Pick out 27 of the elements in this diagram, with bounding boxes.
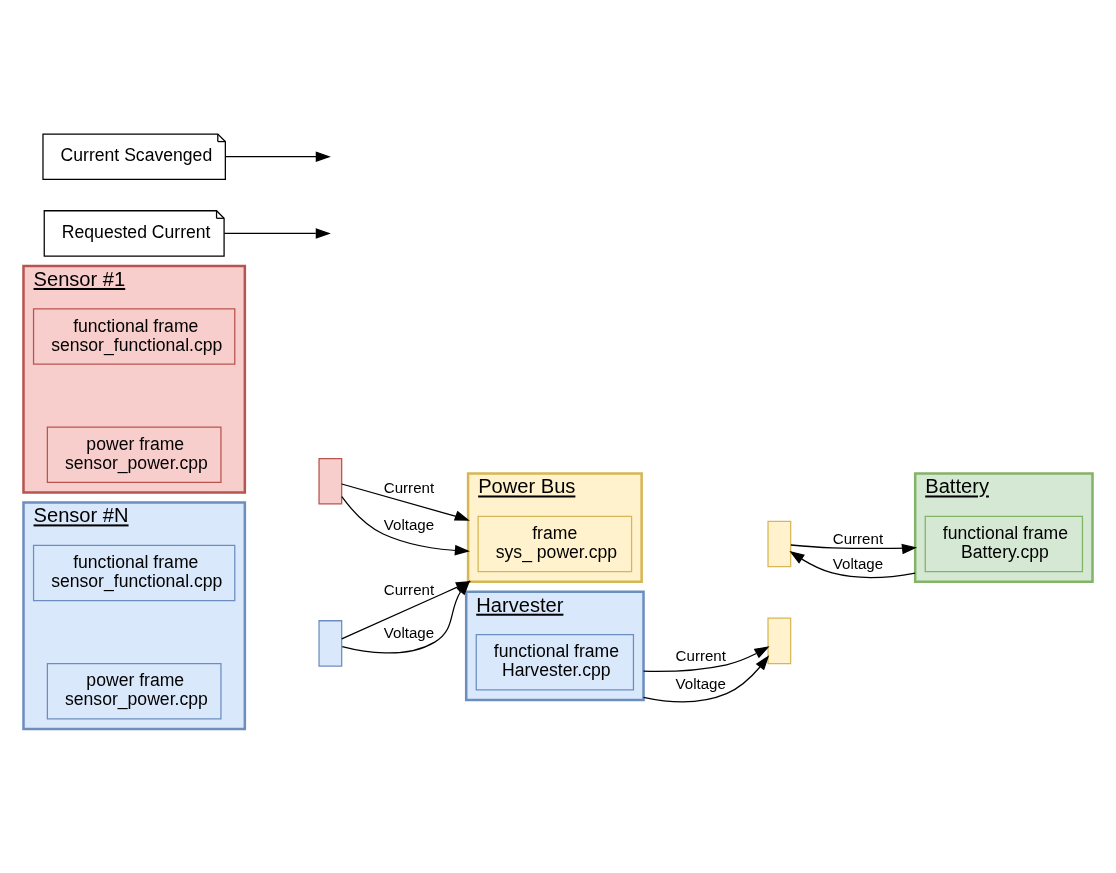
- node-box: [318, 457, 343, 505]
- node-box: power frame sensor_power.cpp: [46, 426, 222, 484]
- node-box: functional frame sensor_functional.cpp: [32, 544, 236, 602]
- node-box: functional frame Battery.cpp: [924, 515, 1084, 573]
- arrow: [642, 646, 770, 673]
- arrow: [789, 550, 916, 579]
- node-box: functional frame Harvester.cpp: [475, 633, 635, 691]
- edge-label: Current: [832, 529, 884, 547]
- arrow: [341, 496, 470, 556]
- arrow: [223, 228, 331, 239]
- node-box: functional frame sensor_functional.cpp: [32, 308, 236, 365]
- arrow: [224, 151, 331, 162]
- node-box: frame sys_ power.cpp: [477, 515, 633, 573]
- node-box: [318, 620, 343, 667]
- arrow: [642, 655, 770, 703]
- arrow: [790, 543, 918, 555]
- edge-label: Voltage: [832, 554, 884, 572]
- arrow: [341, 483, 470, 521]
- edge-label: Voltage: [383, 623, 435, 641]
- edge-label: Current: [383, 479, 435, 497]
- node-box: power frame sensor_power.cpp: [46, 662, 222, 720]
- node-box: [767, 520, 792, 568]
- edge-label: Current: [675, 646, 726, 664]
- edge-label: Current: [383, 581, 435, 599]
- edge-label: Voltage: [383, 515, 435, 533]
- edge-label: Voltage: [675, 675, 726, 693]
- node-box: [767, 617, 792, 665]
